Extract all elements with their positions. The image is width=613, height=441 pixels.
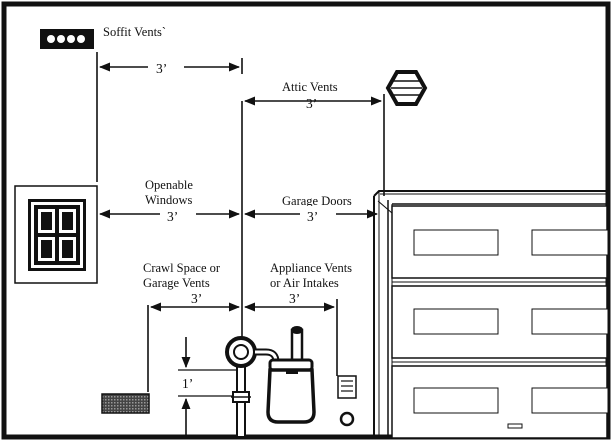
attic-dimension: [243, 94, 385, 196]
attic-vents-label: Attic Vents: [282, 80, 338, 94]
appliance-dimension-value: 3’: [289, 291, 300, 306]
crawl-space-label-2: Garage Vents: [143, 276, 210, 290]
openable-window-icon: [14, 185, 98, 284]
vertical-dimension-value: 1’: [182, 376, 193, 391]
garage-doors-dimension-value: 3’: [307, 209, 318, 224]
appliance-vent-icon: [337, 375, 357, 399]
crawl-space-vent-icon: [101, 393, 150, 414]
windows-dimension-value: 3’: [167, 209, 178, 224]
soffit-vents-label: Soffit Vents`: [103, 25, 166, 39]
appliance-dimension: [243, 299, 338, 376]
vertical-dimension: [178, 337, 236, 437]
openable-windows-label-1: Openable: [145, 178, 193, 192]
appliance-vents-label-1: Appliance Vents: [270, 261, 352, 275]
crawl-space-dimension-value: 3’: [191, 291, 202, 306]
gas-meter-icon: [225, 326, 316, 438]
garage-doors-label: Garage Doors: [282, 194, 352, 208]
soffit-dimension: [96, 52, 243, 182]
openable-windows-label-2: Windows: [145, 193, 193, 207]
soffit-dimension-value: 3’: [156, 61, 167, 76]
garage-doors-icon: [373, 190, 609, 439]
attic-dimension-value: 3’: [306, 96, 317, 111]
soffit-vents-icon: [40, 29, 94, 49]
crawl-space-label-1: Crawl Space or: [143, 261, 221, 275]
garage-doors-dimension: [243, 206, 379, 222]
windows-dimension: [98, 206, 241, 222]
crawl-space-dimension: [147, 302, 241, 392]
attic-vents-icon: [385, 70, 428, 106]
air-intake-icon: [339, 411, 355, 427]
appliance-vents-label-2: or Air Intakes: [270, 276, 339, 290]
